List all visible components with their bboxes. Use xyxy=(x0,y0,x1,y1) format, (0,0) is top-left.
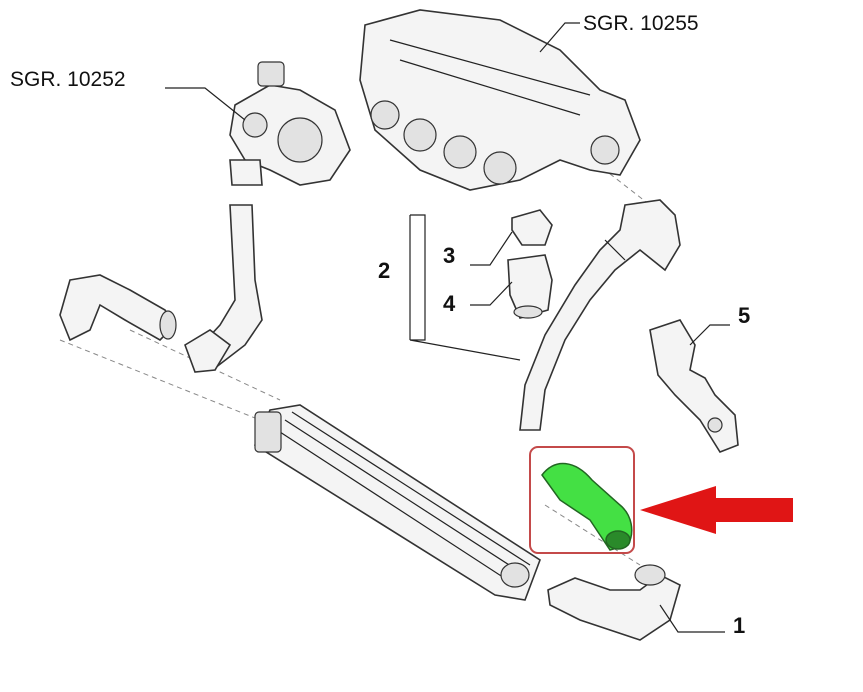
label-part-2: 2 xyxy=(378,258,390,283)
turbocharger xyxy=(229,61,351,186)
highlighted-hose xyxy=(541,462,633,551)
label-part-1: 1 xyxy=(733,613,745,638)
label-sgr-10252: SGR. 10252 xyxy=(10,68,126,91)
turbo-inlet-hose xyxy=(184,204,263,373)
leader-lines xyxy=(165,22,730,633)
left-hose xyxy=(59,274,177,342)
lower-hose xyxy=(547,564,681,641)
main-hose xyxy=(519,199,681,431)
label-part-5: 5 xyxy=(738,303,750,328)
intake-manifold xyxy=(359,9,641,191)
clip-part-3 xyxy=(511,209,553,246)
intercooler xyxy=(253,404,541,601)
bracket-part-5 xyxy=(649,319,739,453)
label-sgr-10255: SGR. 10255 xyxy=(583,12,699,35)
label-part-3: 3 xyxy=(443,243,455,268)
pointer-arrow xyxy=(640,486,793,534)
clamp-part-4 xyxy=(507,254,553,319)
label-part-4: 4 xyxy=(443,291,456,316)
highlight-frame xyxy=(529,446,635,554)
